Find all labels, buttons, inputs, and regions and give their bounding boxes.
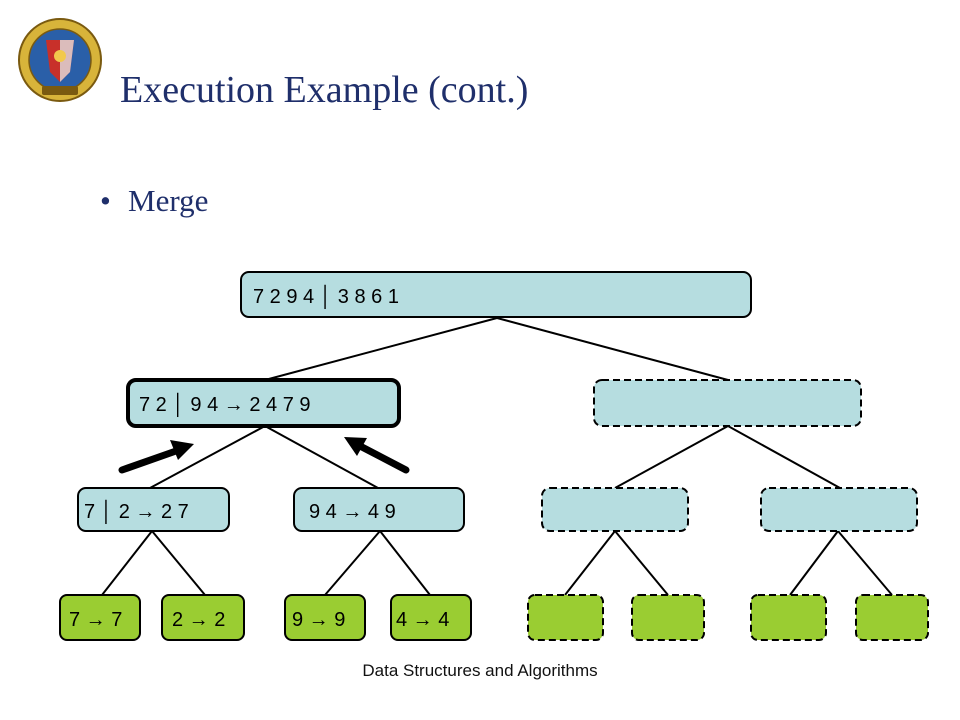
tree-leaf-3: 9 → 9 bbox=[284, 594, 366, 641]
tree-node-level1-left: 7 2 │ 9 4 → 2 4 7 9 bbox=[126, 378, 401, 428]
bullet-dot-icon: • bbox=[100, 183, 111, 218]
university-logo bbox=[18, 18, 102, 102]
tree-node-level1-right bbox=[593, 379, 862, 427]
bullet-item: • Merge bbox=[100, 183, 208, 219]
merge-arrow-left-icon bbox=[118, 440, 194, 474]
tree-node-level2-2: 9 4 → 4 9 bbox=[293, 487, 465, 532]
node-label: 7 │ 2 → 2 7 bbox=[84, 499, 189, 525]
tree-leaf-6 bbox=[631, 594, 705, 641]
leaf-label: 2 → 2 bbox=[172, 609, 225, 631]
tree-leaf-8 bbox=[855, 594, 929, 641]
node-label: 9 4 → 4 9 bbox=[309, 501, 396, 523]
merge-arrow-right-icon bbox=[344, 437, 410, 474]
tree-node-level2-4 bbox=[760, 487, 918, 532]
tree-node-level2-1: 7 │ 2 → 2 7 bbox=[77, 487, 230, 532]
slide-footer: Data Structures and Algorithms bbox=[362, 661, 598, 680]
node-label: 7 2 9 4 │ 3 8 6 1 bbox=[253, 284, 399, 310]
node-label: 7 2 │ 9 4 → 2 4 7 9 bbox=[139, 392, 311, 418]
tree-leaf-2: 2 → 2 bbox=[161, 594, 245, 641]
tree-leaf-5 bbox=[527, 594, 604, 641]
leaf-label: 9 → 9 bbox=[292, 609, 345, 631]
tree-node-level2-3 bbox=[541, 487, 689, 532]
leaf-label: 7 → 7 bbox=[69, 609, 122, 631]
bullet-text: Merge bbox=[128, 183, 209, 218]
tree-edges bbox=[101, 317, 893, 596]
tree-leaf-7 bbox=[750, 594, 827, 641]
leaf-label: 4 → 4 bbox=[396, 609, 449, 631]
tree-node-root: 7 2 9 4 │ 3 8 6 1 bbox=[240, 271, 752, 318]
slide-title: Execution Example (cont.) bbox=[120, 69, 529, 111]
tree-leaf-1: 7 → 7 bbox=[59, 594, 141, 641]
tree-leaf-4: 4 → 4 bbox=[390, 594, 472, 641]
